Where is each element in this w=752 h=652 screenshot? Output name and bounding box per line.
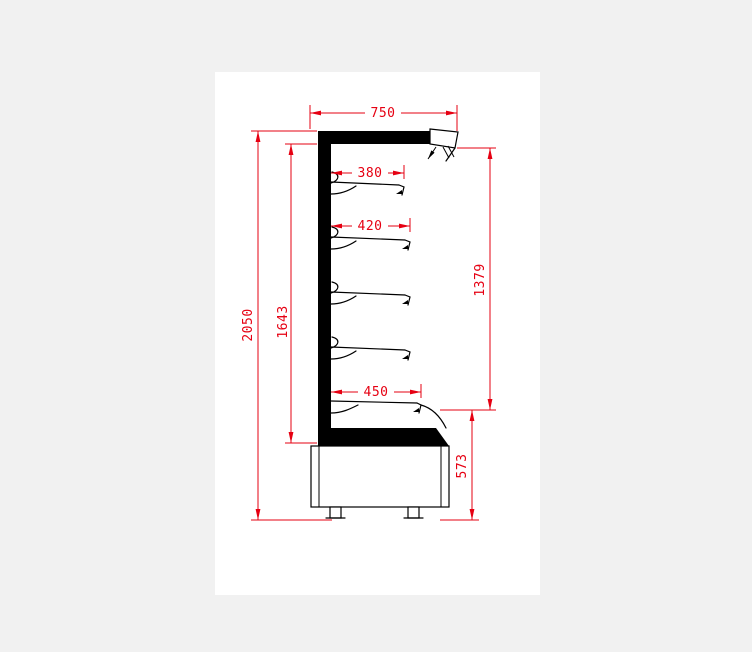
- dimension-bottom-shelf-depth: 450: [331, 384, 422, 400]
- canopy-front-panel: [429, 128, 459, 149]
- shelf-bracket: [330, 226, 411, 251]
- dimension-display-opening-height: 1379: [440, 147, 496, 411]
- shelf-2-depth-dimension-label: 420: [358, 219, 383, 234]
- leveling-foot: [407, 506, 420, 519]
- air-grille-line: [447, 145, 455, 158]
- base-height-dimension-label: 573: [455, 454, 470, 479]
- shelf-1-depth-dimension-label: 380: [358, 166, 383, 181]
- dimension-inner-height: 1643: [276, 143, 317, 444]
- price-strip: [413, 408, 419, 412]
- canopy-front-edge: [445, 147, 456, 162]
- shelf-deck: [330, 181, 400, 186]
- label-background: [352, 166, 388, 180]
- label-background: [352, 219, 388, 233]
- canopy-front-detail: [427, 128, 459, 162]
- shelf-deck: [330, 236, 406, 241]
- shelf-bracket: [330, 281, 411, 306]
- air-grille-line: [442, 146, 450, 159]
- top-canopy-bar: [318, 131, 430, 144]
- price-strip: [396, 190, 402, 194]
- dimension-base-height: 573: [440, 410, 479, 521]
- dimension-shelf-2-depth: 420: [331, 218, 411, 234]
- base-box: [310, 445, 450, 508]
- air-flow-arrow: [427, 146, 437, 160]
- front-air-intake-curve: [420, 404, 447, 429]
- bottom-deck: [330, 400, 447, 429]
- bottom-shelf-depth-dimension-label: 450: [364, 385, 389, 400]
- shelf-nose: [404, 349, 411, 361]
- label-background: [365, 106, 401, 120]
- back-wall: [318, 131, 331, 446]
- price-strip: [402, 245, 408, 249]
- deck-support: [330, 404, 359, 414]
- shelf-support: [330, 240, 357, 250]
- price-strip: [402, 300, 408, 304]
- shelf-nose: [398, 184, 405, 196]
- cabinet-drawing: [310, 128, 459, 519]
- shelf-support: [330, 295, 357, 305]
- shelf-deck: [330, 291, 406, 296]
- shelf-support: [330, 350, 357, 360]
- shelf-deck: [330, 346, 406, 351]
- shelf-bracket: [330, 336, 411, 361]
- dimension-overall-height: 2050: [241, 130, 332, 521]
- inner-height-dimension-label: 1643: [276, 305, 291, 338]
- overall-height-dimension-label: 2050: [241, 308, 256, 341]
- shelf-support: [330, 185, 357, 195]
- drawing-sheet: [215, 72, 540, 595]
- bottom-duct-bar: [318, 428, 449, 446]
- label-background: [358, 385, 394, 399]
- price-strip: [402, 355, 408, 359]
- dimension-shelf-1-depth: 380: [331, 165, 405, 181]
- deck-surface: [330, 400, 418, 404]
- base-cabinet: [310, 445, 450, 519]
- overall-width-dimension-label: 750: [371, 106, 396, 121]
- display-opening-height-dimension-label: 1379: [473, 263, 488, 296]
- shelf-nose: [404, 239, 411, 251]
- dimension-overall-width: 750: [309, 105, 458, 131]
- shelf-nose: [404, 294, 411, 306]
- leveling-foot: [329, 506, 342, 519]
